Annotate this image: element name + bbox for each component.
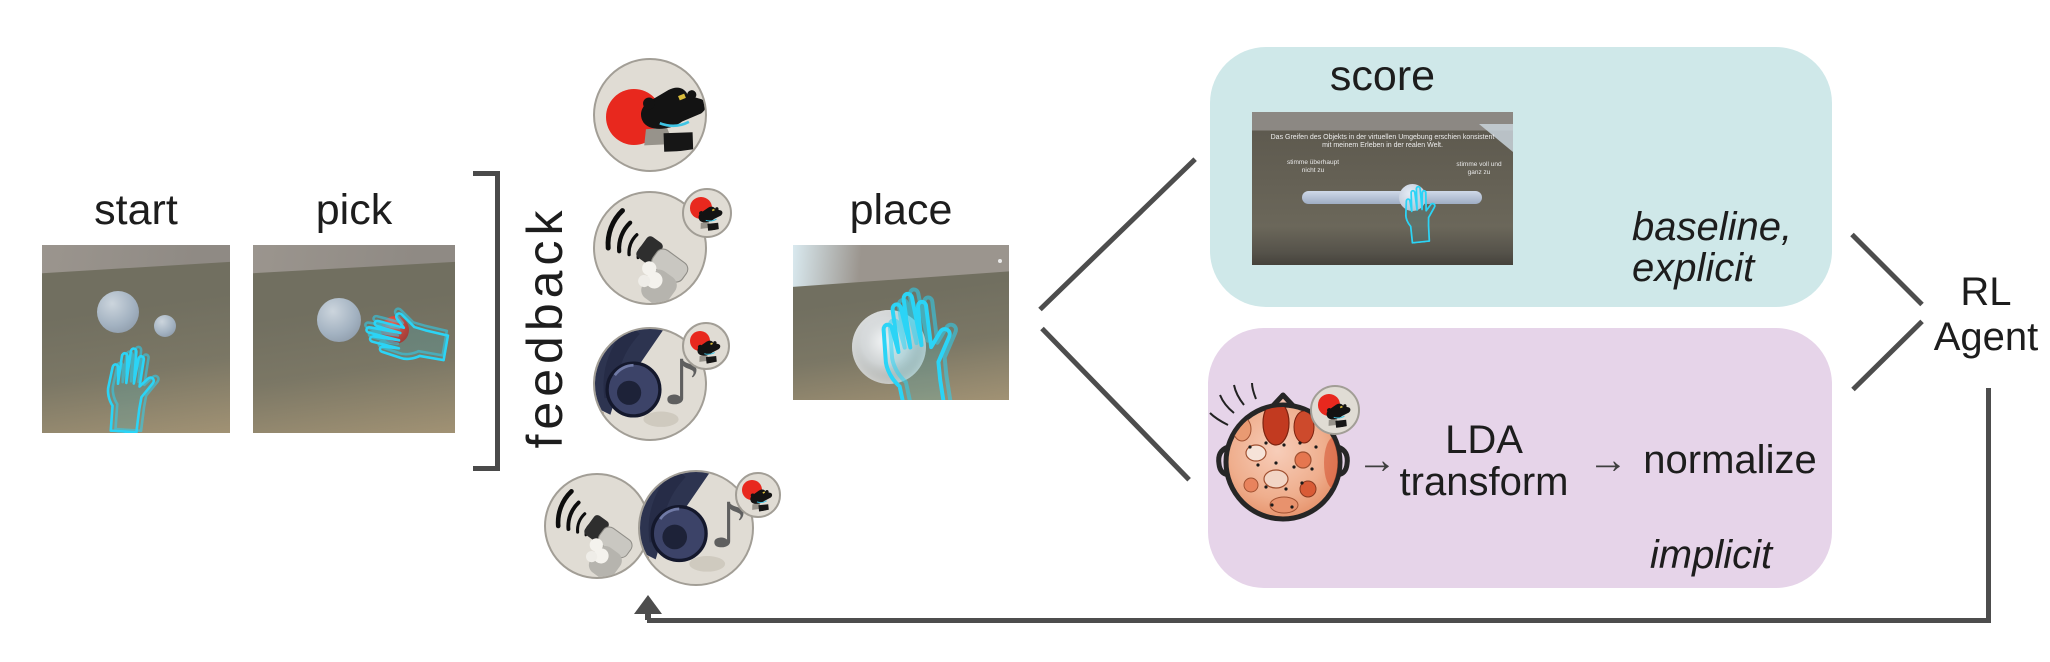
small-sphere-icon — [154, 315, 176, 337]
large-sphere-icon — [317, 298, 361, 342]
arrow-right-icon: → — [1588, 438, 1628, 482]
connector-place-to-score — [1038, 157, 1197, 312]
feedback-satellite-visual — [735, 472, 781, 518]
vr-controller-icon — [629, 78, 707, 157]
vr-hand-icon — [103, 344, 162, 433]
feedback-loop-arrowhead-icon — [634, 595, 662, 614]
normalize-label: normalize — [1643, 438, 1817, 482]
feedback-icon-visual — [593, 58, 707, 172]
score-slider-track[interactable] — [1302, 191, 1482, 204]
connector-implicit-to-agent — [1851, 319, 1924, 392]
place-screenshot — [793, 245, 1009, 400]
stage-label-start: start — [94, 186, 178, 234]
questionnaire-question: Das Greifen des Objekts in der virtuelle… — [1252, 134, 1513, 150]
vr-controller-icon — [694, 202, 728, 233]
rl-agent-line-2: Agent — [1933, 315, 2039, 359]
score-variant-tag: baseline, explicit — [1632, 207, 1842, 289]
rl-agent-label: RL Agent — [1918, 270, 2050, 360]
scale-anchor-right: stimme voll und ganz zu — [1448, 161, 1510, 176]
variant-line-2: explicit — [1632, 246, 1755, 290]
anchor-left-line-2: nicht zu — [1301, 166, 1325, 174]
feedback-loop-arrow-stem — [645, 610, 651, 620]
vr-hand-icon — [1402, 184, 1440, 245]
vr-controller-icon — [1322, 399, 1356, 430]
feedback-satellite-visual — [682, 322, 730, 370]
lda-line-2: transform — [1399, 460, 1569, 504]
large-sphere-icon — [97, 291, 139, 333]
rl-agent-line-1: RL — [1960, 270, 2012, 314]
feedback-satellite-visual — [682, 188, 732, 238]
pick-screenshot — [253, 245, 455, 433]
start-screenshot — [42, 245, 230, 433]
stage-label-place: place — [849, 186, 953, 234]
variant-line-1: baseline, — [1632, 205, 1793, 249]
scale-anchor-left: stimme überhaupt nicht zu — [1270, 159, 1356, 174]
eeg-topomap-icon — [1209, 383, 1350, 522]
feedback-icon-combined-vibration — [544, 473, 650, 579]
arrow-right-icon: → — [1357, 438, 1397, 482]
feedback-satellite-visual — [1310, 385, 1360, 435]
lda-transform-label: LDA transform — [1398, 419, 1570, 503]
feedback-bracket — [473, 171, 500, 471]
vibration-controller-icon — [546, 475, 648, 577]
questionnaire-screenshot: Das Greifen des Objekts in der virtuelle… — [1252, 112, 1513, 265]
lda-line-1: LDA — [1445, 418, 1523, 462]
anchor-right-line-2: ganz zu — [1467, 168, 1491, 176]
connector-score-to-agent — [1850, 232, 1924, 307]
feedback-loop-horizontal-line — [647, 618, 1991, 623]
question-line-1: Das Greifen des Objekts in der virtuelle… — [1270, 134, 1495, 141]
stage-label-pick: pick — [315, 186, 393, 234]
score-title: score — [1329, 52, 1436, 100]
implicit-variant-tag: implicit — [1649, 533, 1773, 577]
question-line-2: mit meinem Erleben in der realen Welt. — [1322, 142, 1443, 149]
feedback-loop-vertical-line — [1986, 388, 1991, 621]
distant-light-dot — [998, 259, 1002, 263]
vr-hand-icon — [870, 280, 975, 400]
connector-place-to-implicit — [1040, 326, 1191, 482]
anchor-left-line-1: stimme überhaupt — [1286, 159, 1340, 166]
feedback-label: feedback — [517, 205, 573, 449]
anchor-right-line-1: stimme voll und — [1456, 161, 1502, 168]
vr-controller-icon — [693, 336, 726, 366]
vr-hand-icon — [360, 302, 452, 367]
vr-controller-icon — [746, 485, 777, 513]
